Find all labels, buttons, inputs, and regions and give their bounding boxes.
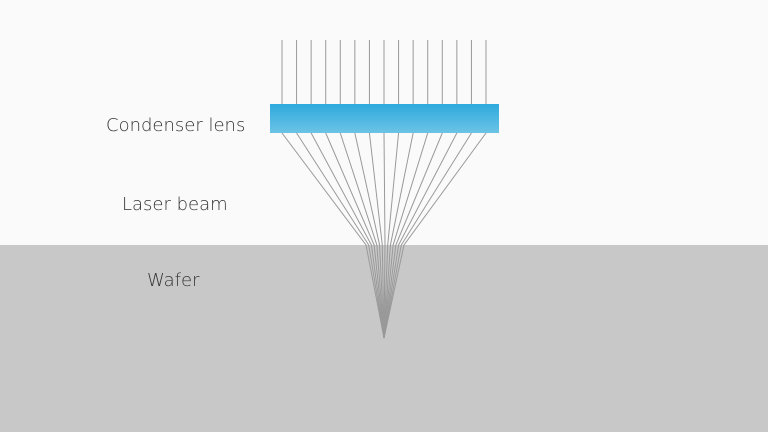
laser-beam-line bbox=[325, 40, 385, 339]
laser-beam-line bbox=[296, 40, 385, 339]
condenser-lens-label: Condenser lens bbox=[106, 115, 246, 136]
wafer-label: Wafer bbox=[147, 270, 200, 291]
laser-beam-line bbox=[383, 40, 386, 339]
laser-beam-line bbox=[383, 40, 458, 339]
laser-beam-line bbox=[310, 40, 385, 339]
laser-beam-label: Laser beam bbox=[122, 194, 228, 215]
laser-beam-line bbox=[383, 40, 443, 339]
laser-beam-line bbox=[339, 40, 385, 339]
laser-beam-line bbox=[383, 40, 400, 339]
laser-beams bbox=[281, 40, 487, 339]
laser-beam-line bbox=[383, 40, 429, 339]
laser-beam-line bbox=[383, 40, 472, 339]
laser-beam-line bbox=[383, 40, 414, 339]
laser-beam-line bbox=[281, 40, 385, 339]
laser-beam-line bbox=[383, 40, 487, 339]
condenser-lens bbox=[270, 104, 499, 133]
laser-beam-line bbox=[354, 40, 385, 339]
laser-beam-line bbox=[368, 40, 385, 339]
wafer-region bbox=[0, 245, 768, 432]
